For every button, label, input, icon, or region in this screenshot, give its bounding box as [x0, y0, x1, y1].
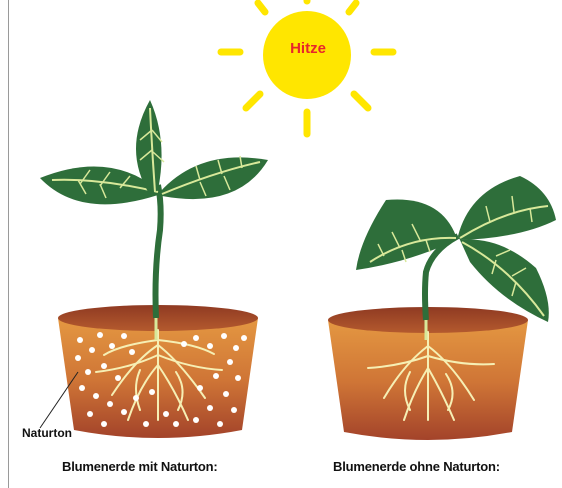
- left-pot-caption: Blumenerde mit Naturton:: [62, 459, 218, 474]
- left-pot: [40, 100, 268, 438]
- sun-icon: [221, 0, 393, 134]
- sun-label: Hitze: [278, 40, 338, 57]
- left-stem: [156, 185, 161, 318]
- left-leaves: [40, 100, 268, 204]
- naturton-annotation: Naturton: [22, 426, 72, 440]
- right-pot-caption: Blumenerde ohne Naturton:: [333, 459, 500, 474]
- right-leaves: [356, 176, 556, 322]
- right-pot: [328, 176, 556, 440]
